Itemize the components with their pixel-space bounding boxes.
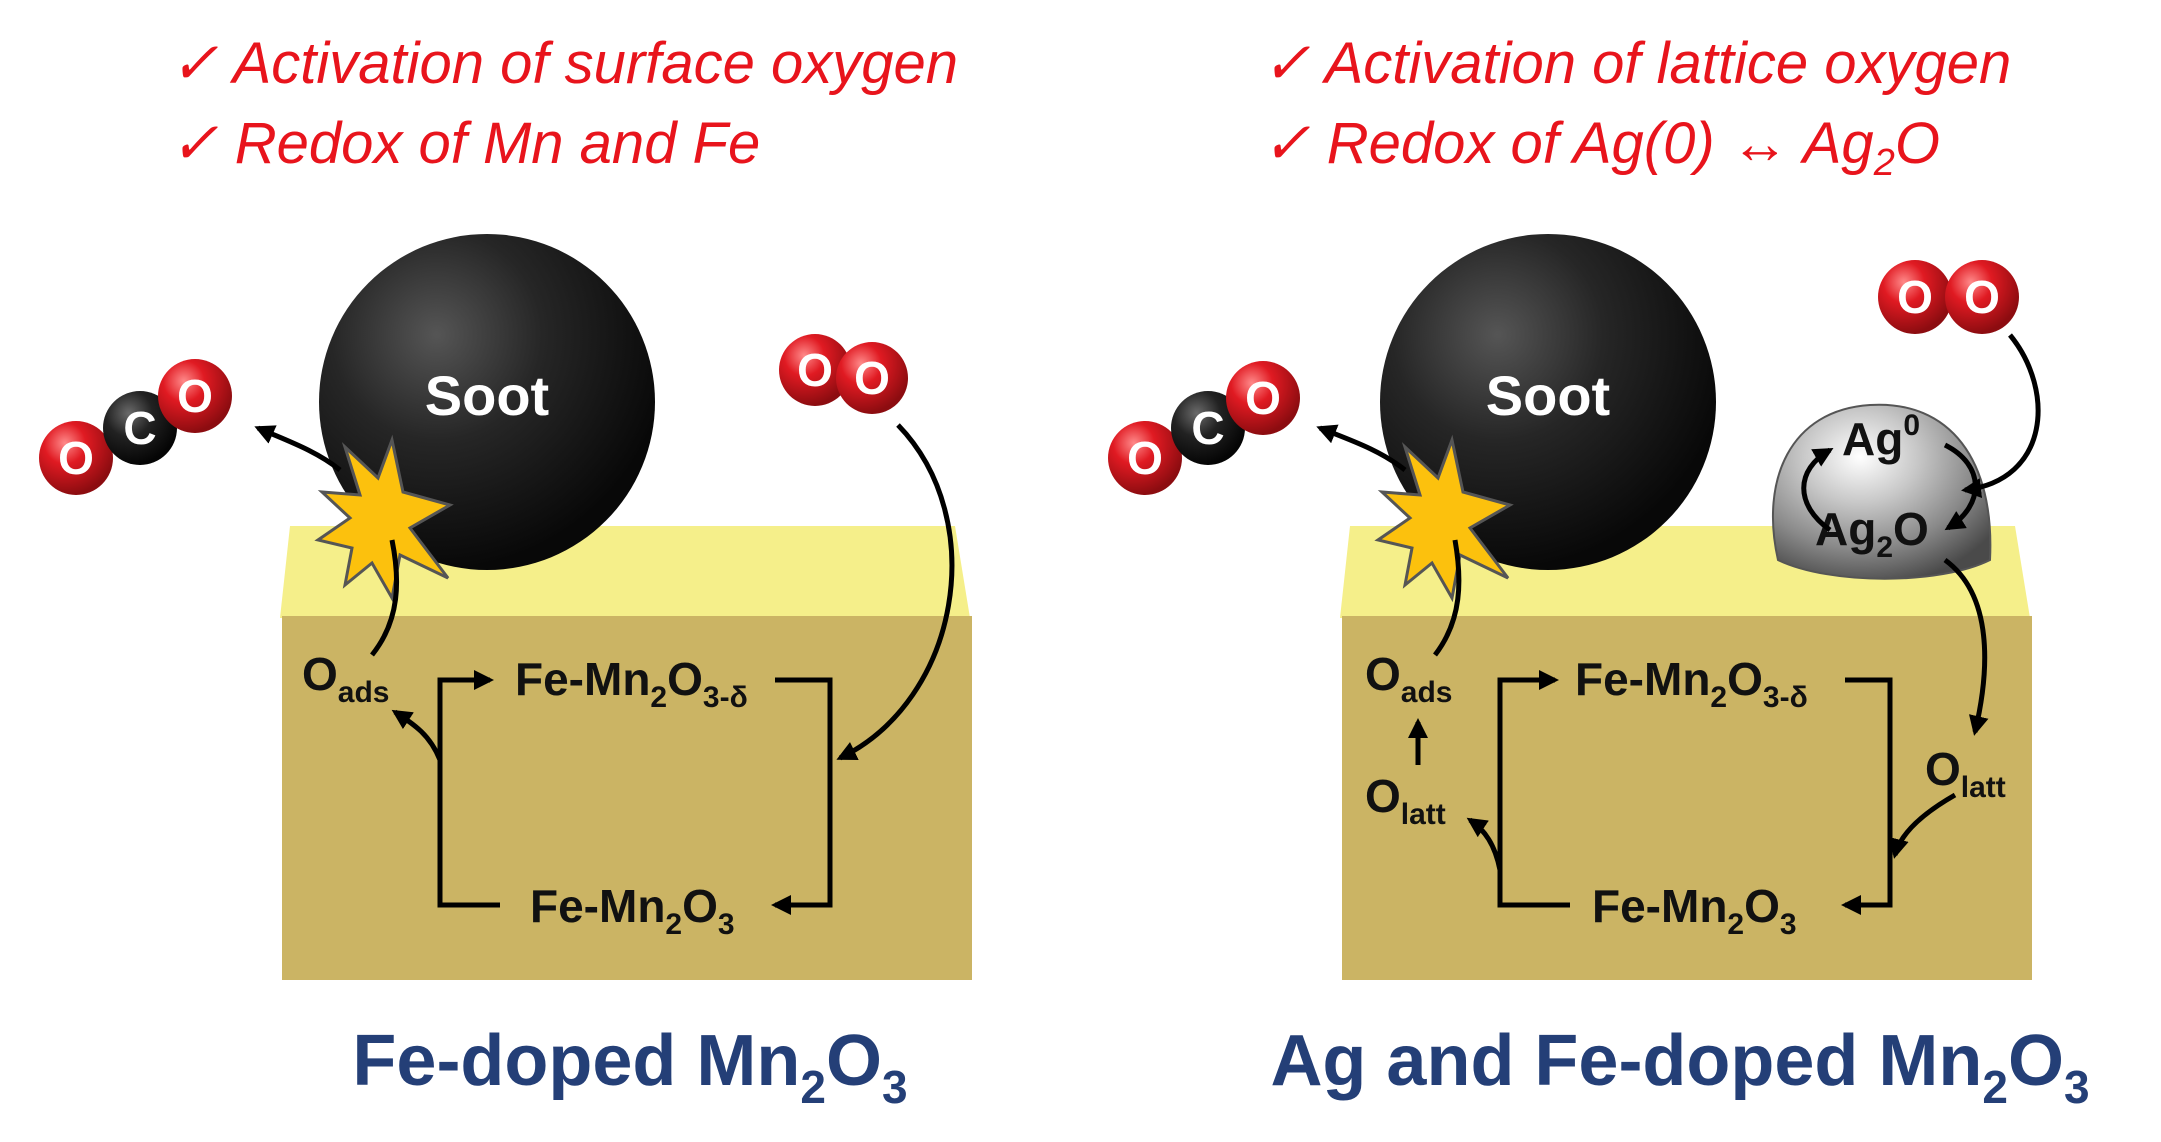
- right-arrow-oads-to-soot: [1433, 539, 1462, 657]
- right-arrow-o2-down: [1961, 333, 2041, 499]
- left-co2-o1: O: [58, 432, 94, 484]
- right-co2-o2: O: [1245, 372, 1281, 424]
- right-spark-icon: [1374, 434, 1514, 603]
- right-arrow-cycle-to-olatt: [1466, 817, 1503, 871]
- right-cycle-left-line: [1497, 670, 1570, 908]
- left-co2-c: C: [123, 402, 156, 454]
- left-arrow-cycle-to-oads: [391, 709, 443, 761]
- right-ag-redox-left-arrow: [1801, 447, 1834, 533]
- right-cycle-right-line: [1841, 677, 1893, 915]
- left-cycle-top-label: Fe-Mn2O3-δ: [515, 653, 748, 714]
- left-arrow-o2-down: [836, 423, 955, 761]
- right-co2-c: C: [1191, 402, 1224, 454]
- right-o-latt-right: Olatt: [1925, 743, 2006, 804]
- right-co2-molecule: O C O: [1108, 361, 1300, 495]
- left-spark-icon: [314, 434, 454, 603]
- left-arrow-soot-to-co2: [254, 425, 342, 472]
- left-o-ads: Oads: [302, 648, 389, 709]
- right-note-2: ✓ Redox of Ag(0) ↔ Ag2O: [1262, 111, 1940, 184]
- left-o2-atom-a: O: [797, 344, 833, 396]
- left-slab-front: [282, 616, 972, 980]
- right-arrow-soot-to-co2: [1316, 424, 1407, 472]
- left-note-1: ✓ Activation of surface oxygen: [170, 31, 958, 96]
- right-o2-atom-a: O: [1897, 271, 1933, 323]
- right-ag0-label: Ag0: [1842, 409, 1920, 465]
- left-co2-o2: O: [177, 370, 213, 422]
- right-o2-molecule: O O: [1878, 260, 2019, 334]
- right-note-1: ✓ Activation of lattice oxygen: [1262, 31, 2011, 96]
- right-cycle-bottom-label: Fe-Mn2O3: [1592, 880, 1797, 941]
- left-note-2: ✓ Redox of Mn and Fe: [170, 111, 760, 176]
- right-arrow-olatt-to-cycle: [1889, 792, 1957, 859]
- left-caption: Fe-doped Mn2O3: [352, 1021, 907, 1113]
- right-co2-o1: O: [1127, 432, 1163, 484]
- left-soot-label: Soot: [425, 364, 549, 427]
- right-slab-front: [1342, 616, 2032, 980]
- right-arrow-ag-to-olatt: [1943, 557, 1989, 736]
- left-o2-atom-b: O: [854, 352, 890, 404]
- left-co2-molecule: O C O: [39, 359, 232, 495]
- right-o-ads: Oads: [1365, 648, 1452, 709]
- left-o2-molecule: O O: [779, 334, 908, 414]
- left-cycle-right-line: [771, 677, 833, 915]
- left-arrow-oads-to-soot: [370, 539, 400, 657]
- right-o-latt-left: Olatt: [1365, 770, 1446, 831]
- left-cycle-left-line: [437, 670, 500, 908]
- left-cycle-bottom-label: Fe-Mn2O3: [530, 880, 735, 941]
- right-soot-label: Soot: [1486, 364, 1610, 427]
- right-ag2o-label: Ag2O: [1815, 503, 1929, 564]
- right-caption: Ag and Fe-doped Mn2O3: [1270, 1021, 2089, 1113]
- right-panel: ✓ Activation of lattice oxygen ✓ Redox o…: [1108, 31, 2090, 1113]
- right-cycle-top-label: Fe-Mn2O3-δ: [1575, 653, 1808, 714]
- right-o2-atom-b: O: [1964, 271, 2000, 323]
- left-panel: ✓ Activation of surface oxygen ✓ Redox o…: [39, 31, 972, 1113]
- right-soot-particle: [1380, 234, 1716, 570]
